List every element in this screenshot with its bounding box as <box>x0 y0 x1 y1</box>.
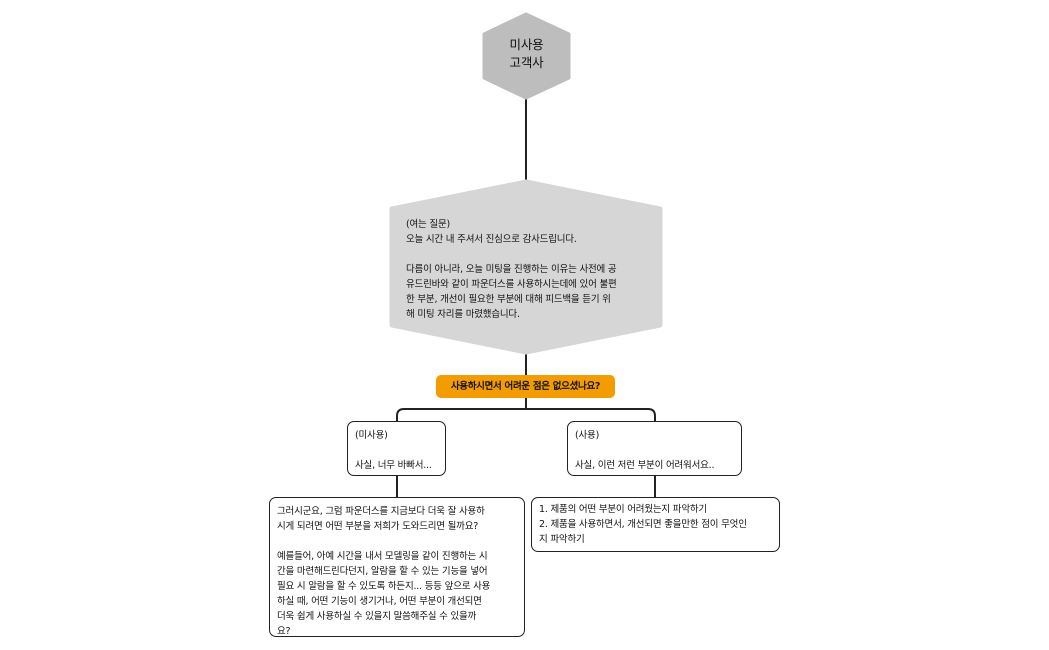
answer-unused-text: (미사용) 사실, 너무 바빠서... <box>355 430 432 471</box>
answer-node-unused: (미사용) 사실, 너무 바빠서... <box>347 421 446 476</box>
root-node-label: 미사용 고객사 <box>509 37 544 70</box>
opening-hexagon <box>389 179 663 355</box>
answer-used-text: (사용) 사실, 이런 저런 부분이 어려워서요.. <box>575 430 715 471</box>
followup-node-unused: 그러시군요, 그럼 파운더스를 지금보다 더욱 잘 사용하 시게 되려면 어떤 … <box>269 497 525 637</box>
followup-used-text: 1. 제품의 어떤 부분이 어려웠는지 파악하기 2. 제품을 사용하면서, 개… <box>539 504 747 545</box>
opening-question-text: (여는 질문) 오늘 시간 내 주셔서 진심으로 감사드립니다. 다름이 아니라… <box>406 219 617 320</box>
connector-question-branches <box>396 398 656 421</box>
answer-node-used: (사용) 사실, 이런 저런 부분이 어려워서요.. <box>567 421 742 476</box>
root-hexagon <box>482 12 571 100</box>
followup-unused-text: 그러시군요, 그럼 파운더스를 지금보다 더욱 잘 사용하 시게 되려면 어떤 … <box>277 506 491 637</box>
followup-node-used: 1. 제품의 어떤 부분이 어려웠는지 파악하기 2. 제품을 사용하면서, 개… <box>531 497 780 552</box>
question-node: 사용하시면서 어려운 점은 없으셨나요? <box>436 375 615 398</box>
